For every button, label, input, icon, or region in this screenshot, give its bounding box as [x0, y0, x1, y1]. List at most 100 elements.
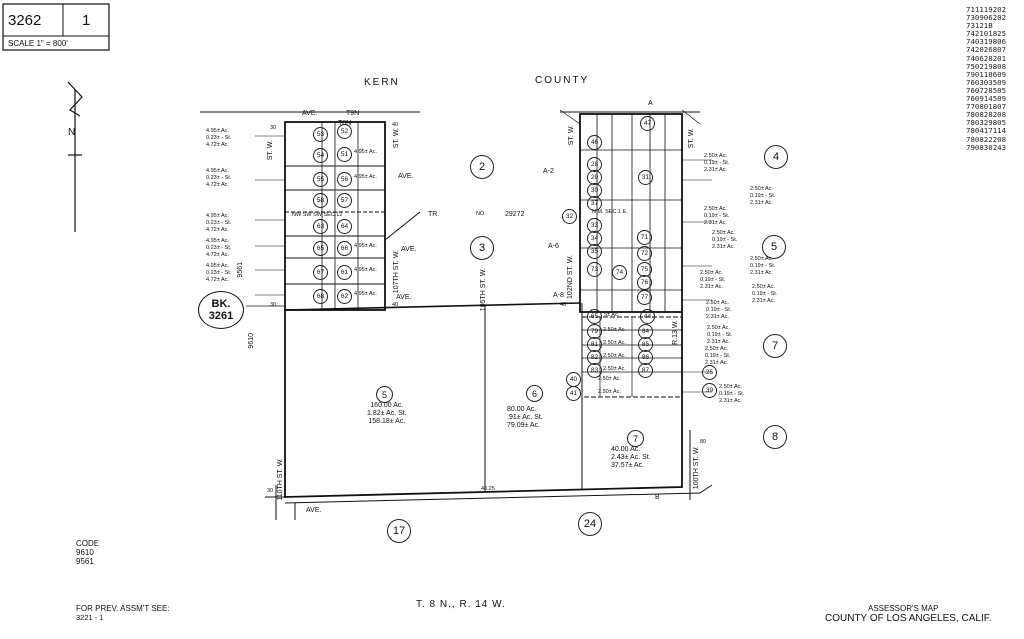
left-note-1: 4.95± Ac.0.23± - St.4.72± Ac.	[206, 128, 232, 148]
lot-66: 66	[337, 241, 352, 256]
section-a6: A-6	[548, 243, 559, 250]
lot-57: 57	[337, 193, 352, 208]
parcel-7-east: 7	[763, 334, 787, 358]
acre-41: 2.50± Ac.	[598, 389, 621, 395]
lot-87: 87	[638, 363, 653, 378]
county-word-kern: KERN	[364, 77, 400, 88]
lot-77: 77	[637, 290, 652, 305]
township-t9n: T9N	[346, 110, 360, 117]
lot-37: 37	[587, 196, 602, 211]
township-label: T. 8 N., R. 14 W.	[416, 599, 506, 610]
parcel-7-lower: 7	[627, 430, 644, 447]
header-box	[2, 3, 110, 51]
dim-40-c: 40	[560, 302, 567, 308]
code-block: CODE 9610 9561	[76, 539, 100, 566]
tract-nw-sw: NW SW SW SEC.12	[292, 212, 343, 218]
acre-66: 4.95± Ac.	[354, 243, 377, 249]
scale-label: SCALE 1" = 800'	[8, 39, 68, 48]
lot-35: 35	[587, 244, 602, 259]
lot-68: 68	[313, 289, 328, 304]
street-st-w-107-top: ST. W.	[393, 128, 400, 149]
lot-62: 62	[337, 289, 352, 304]
lot-52: 52	[337, 124, 352, 139]
left-note-2: 4.95± Ac.0.23± - St.4.72± Ac.	[206, 168, 232, 188]
lot-53: 53	[313, 127, 328, 142]
street-105th: 105TH ST. W.	[480, 268, 487, 312]
lot-41: 41	[566, 386, 581, 401]
parcel-5-lower: 5	[376, 386, 393, 403]
lot-56: 56	[337, 172, 352, 187]
dim-40-a: 40	[392, 122, 399, 128]
lot-46: 46	[587, 135, 602, 150]
right-upper-block	[579, 113, 683, 313]
parcel-3: 3	[470, 236, 494, 260]
lot-47: 47	[640, 116, 655, 131]
lot-65b: 65	[587, 309, 602, 324]
dim-30-a: 30	[270, 125, 277, 131]
lower-block	[284, 310, 683, 498]
acre-lr-1: 2.50± Ac.	[603, 327, 626, 333]
street-110th: 110TH ST. W.	[277, 458, 284, 501]
street-ave-bottom: AVE.	[306, 507, 322, 514]
dim-40-b: 40	[392, 302, 399, 308]
lot-55: 55	[313, 172, 328, 187]
map-page-number: 1	[82, 12, 91, 29]
book-marker: BK. 3261	[198, 291, 244, 329]
lot-54: 54	[313, 148, 328, 163]
book-marker-line1: BK.	[211, 297, 231, 310]
right-note-6: 2.50± Ac.0.19± - St.2.31± Ac.	[700, 270, 726, 290]
left-note-5: 4.95± Ac.0.23± - St.4.72± Ac.	[206, 263, 232, 283]
lot-32: 32	[562, 209, 577, 224]
street-st-w-left: ST. W.	[267, 140, 274, 161]
acre-lr-4: 2.50± Ac.	[603, 366, 626, 372]
tract-number: 29272	[505, 211, 525, 218]
tract-nm-se: N.M. SEC.1 E.	[592, 209, 628, 215]
acre-39: 2.50± Ac.0.19± - St.2.31± Ac.	[719, 384, 745, 404]
acre-parcel-5: 160.00 Ac.1.82± Ac. St.158.18± Ac.	[367, 402, 407, 425]
assessor-title: ASSESSOR'S MAP	[868, 604, 939, 613]
street-ave-top: AVE.	[302, 110, 318, 117]
street-100th: 100TH ST. W.	[693, 446, 700, 490]
lot-71: 71	[637, 230, 652, 245]
right-note-4: 2.50± Ac.0.19± - St.2.31± Ac.	[712, 230, 738, 250]
acre-lr-2: 2.50± Ac.	[603, 340, 626, 346]
dim-30-c: 30	[267, 488, 274, 494]
right-note-3: 2.50± Ac.0.19± - St.2.31± Ac.	[704, 206, 730, 226]
acre-parcel-6: 80.00 Ac..91± Ac. St.79.09± Ac.	[507, 406, 543, 429]
acre-lr-3: 2.50± Ac.	[603, 353, 626, 359]
lot-64: 64	[337, 219, 352, 234]
lot-63: 63	[313, 219, 328, 234]
dim-4025: 40.25	[481, 486, 495, 492]
lot-39: 39	[702, 383, 717, 398]
acre-62: 4.95± Ac.	[354, 291, 377, 297]
left-note-4: 4.95± Ac.0.23± - St.4.72± Ac.	[206, 238, 232, 258]
parcel-2: 2	[470, 155, 494, 179]
tract-no: NO.	[476, 211, 486, 217]
lot-83: 83	[587, 363, 602, 378]
code-9561-side: 9561	[237, 262, 244, 278]
acre-40: 2.50± Ac.	[598, 376, 621, 382]
parcel-4: 4	[764, 145, 788, 169]
parcel-5-east: 5	[762, 235, 786, 259]
lot-65: 65	[313, 241, 328, 256]
book-marker-line2: 3261	[208, 310, 234, 322]
county-title: COUNTY OF LOS ANGELES, CALIF.	[825, 613, 992, 624]
lot-40: 40	[566, 372, 581, 387]
county-word-county: COUNTY	[535, 75, 590, 86]
map-book-number: 3262	[8, 12, 42, 29]
parcel-8: 8	[763, 425, 787, 449]
code-9610-side: 9610	[248, 333, 255, 349]
lot-58: 58	[313, 193, 328, 208]
lot-44: 44	[640, 309, 655, 324]
range-r13w: R.13 W.	[672, 320, 679, 345]
acre-61: 4.95± Ac.	[354, 267, 377, 273]
parcel-24: 24	[578, 512, 602, 536]
street-ave-mid: AVE.	[398, 173, 414, 180]
street-a-top: A	[648, 100, 653, 107]
right-note-10: 2.50± Ac.0.19± - St.2.31± Ac.	[705, 346, 731, 366]
lot-51: 51	[337, 147, 352, 162]
section-a8: A-8	[553, 292, 564, 299]
